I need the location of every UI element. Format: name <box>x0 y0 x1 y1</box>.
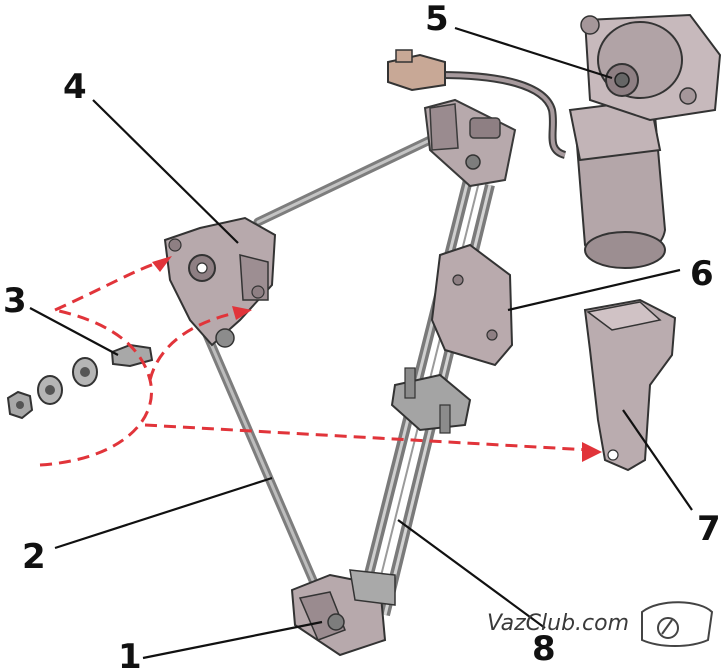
arrow-heads <box>152 256 602 462</box>
motor-cable <box>439 71 567 159</box>
callout-2: 2 <box>22 537 46 577</box>
assembly-arrows <box>39 260 591 467</box>
long-rod-2 <box>200 325 320 590</box>
wiring-connector <box>387 49 446 92</box>
callout-6: 6 <box>690 254 714 294</box>
leader-lines <box>29 26 693 660</box>
callout-1: 1 <box>118 637 142 670</box>
callout-5: 5 <box>425 0 449 39</box>
callout-8: 8 <box>532 629 556 669</box>
motor-mount-plate-6 <box>430 243 514 367</box>
car-badge-icon <box>641 601 714 647</box>
motor-5 <box>568 13 722 269</box>
cover-bracket-7 <box>583 298 677 472</box>
upper-rod <box>253 135 435 227</box>
pivot-bracket-4 <box>163 216 277 348</box>
callout-3: 3 <box>3 281 27 321</box>
top-slider-bracket <box>423 98 517 188</box>
lower-slider-1 <box>290 569 396 657</box>
callout-7: 7 <box>697 509 721 549</box>
watermark-text: VazClub.com <box>487 611 629 636</box>
middle-clamp <box>390 367 472 434</box>
fasteners-3 <box>6 343 154 420</box>
callout-4: 4 <box>63 67 87 107</box>
